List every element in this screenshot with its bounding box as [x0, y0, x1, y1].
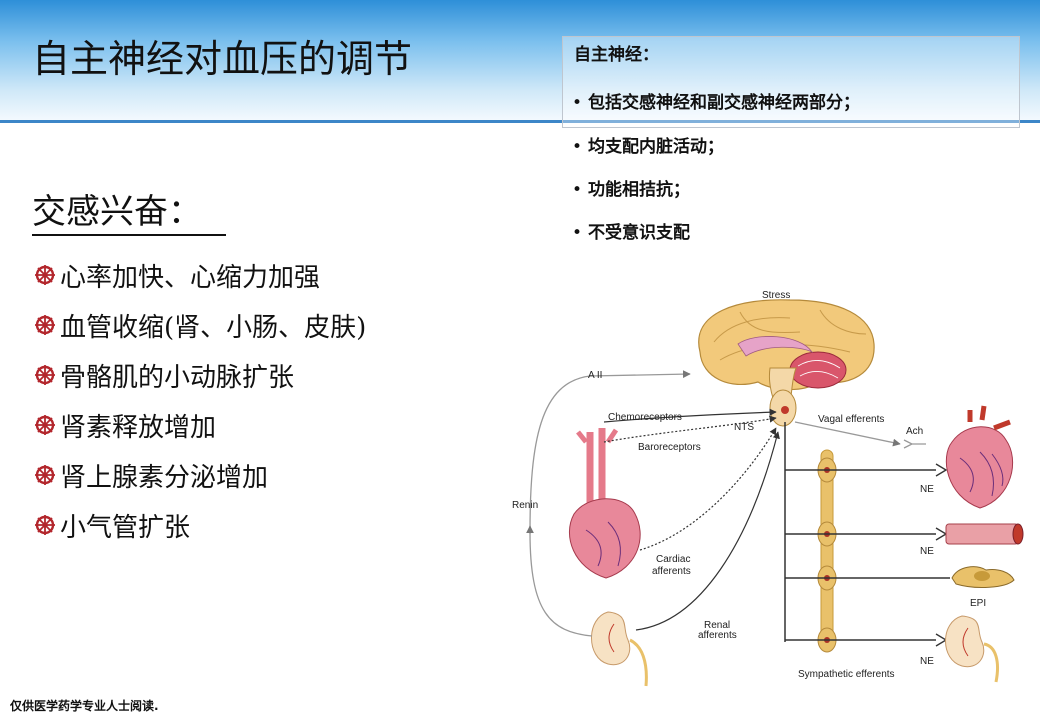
list-item: 肾上腺素分泌增加	[34, 450, 366, 500]
baroreceptor-afferent-line	[603, 415, 777, 443]
header-band	[0, 0, 1040, 120]
adrenal-gland-illustration	[951, 566, 1015, 588]
page-title: 自主神经对血压的调节	[32, 37, 413, 81]
info-box-heading: 自主神经：	[574, 45, 659, 65]
info-item: •不受意识支配	[572, 218, 690, 243]
label-cardiac: Cardiac	[656, 554, 690, 565]
label-sympathetic-efferents: Sympathetic efferents	[798, 669, 895, 680]
footer-note: 仅供医学药学专业人士阅读.	[10, 699, 159, 713]
info-item: •均支配内脏活动；	[572, 132, 724, 157]
list-item-text: 肾素释放增加	[60, 412, 217, 443]
wheel-bullet-icon	[35, 315, 55, 335]
label-renal: Renal	[704, 620, 730, 631]
info-box	[562, 36, 1020, 128]
list-item: 肾素释放增加	[34, 400, 366, 450]
label-renal-afferents: afferents	[698, 630, 737, 641]
heart-illustration-left	[569, 428, 641, 579]
sympathetic-efferent-lines	[785, 463, 950, 647]
label-vagal-efferents: Vagal efferents	[818, 414, 884, 425]
info-item-text: 不受意识支配	[588, 223, 691, 243]
label-epi: EPI	[970, 598, 986, 609]
list-item-text: 小气管扩张	[60, 512, 191, 543]
section-heading: 交感兴奋：	[32, 190, 226, 236]
bullet-dot-icon: •	[572, 180, 583, 200]
info-item-text: 功能相拮抗；	[588, 180, 691, 200]
label-renin: Renin	[512, 500, 538, 511]
bullet-dot-icon: •	[572, 137, 583, 157]
renin-angiotensin-loop	[529, 370, 691, 637]
label-nts: NTS	[734, 422, 754, 433]
wheel-bullet-icon	[35, 465, 55, 485]
autonomic-regulation-diagram: Stress Vagal efferents Ach NTS NE NE	[512, 290, 1024, 687]
bullet-dot-icon: •	[572, 223, 583, 243]
label-cardiac-afferents: afferents	[652, 566, 691, 577]
label-baroreceptors: Baroreceptors	[638, 442, 701, 453]
heart-illustration-right	[945, 405, 1014, 509]
kidney-illustration-right	[945, 615, 999, 683]
wheel-bullet-icon	[35, 365, 55, 385]
list-item: 心率加快、心缩力加强	[34, 250, 366, 300]
list-item-text: 肾上腺素分泌增加	[60, 462, 269, 493]
info-item-text: 均支配内脏活动；	[588, 137, 725, 157]
header-divider	[0, 120, 1040, 123]
effects-list: 心率加快、心缩力加强 血管收缩(肾、小肠、皮肤) 骨骼肌的小动脉扩张 肾素释放增…	[34, 250, 366, 550]
chemoreceptor-afferent-line	[603, 408, 777, 423]
cardiac-afferent-line	[639, 427, 777, 551]
list-item-text: 骨骼肌的小动脉扩张	[60, 362, 295, 393]
info-item-text: 包括交感神经和副交感神经两部分；	[588, 93, 861, 113]
bullet-dot-icon: •	[572, 93, 583, 113]
wheel-bullet-icon	[35, 265, 55, 285]
label-ne-vessel: NE	[920, 546, 934, 557]
wheel-bullet-icon	[35, 515, 55, 535]
blood-vessel-illustration	[945, 523, 1024, 545]
list-item-text: 心率加快、心缩力加强	[60, 262, 321, 293]
list-item-text: 血管收缩(肾、小肠、皮肤)	[60, 312, 367, 343]
info-item: •包括交感神经和副交感神经两部分；	[572, 88, 860, 113]
list-item: 血管收缩(肾、小肠、皮肤)	[34, 300, 366, 350]
vagal-efferent-line	[794, 421, 901, 447]
wheel-bullet-icon	[35, 415, 55, 435]
list-item: 骨骼肌的小动脉扩张	[34, 350, 366, 400]
list-item: 小气管扩张	[34, 500, 366, 550]
kidney-illustration-left	[591, 611, 648, 687]
label-ne-kidney: NE	[920, 656, 934, 667]
renal-afferent-line	[635, 431, 780, 631]
brain-illustration	[698, 299, 875, 427]
label-ne-heart: NE	[920, 484, 934, 495]
label-a2: A II	[588, 370, 602, 381]
label-chemoreceptors: Chemoreceptors	[608, 412, 682, 423]
label-ach: Ach	[906, 426, 923, 437]
info-item: •功能相拮抗；	[572, 175, 690, 200]
label-stress: Stress	[762, 290, 790, 301]
